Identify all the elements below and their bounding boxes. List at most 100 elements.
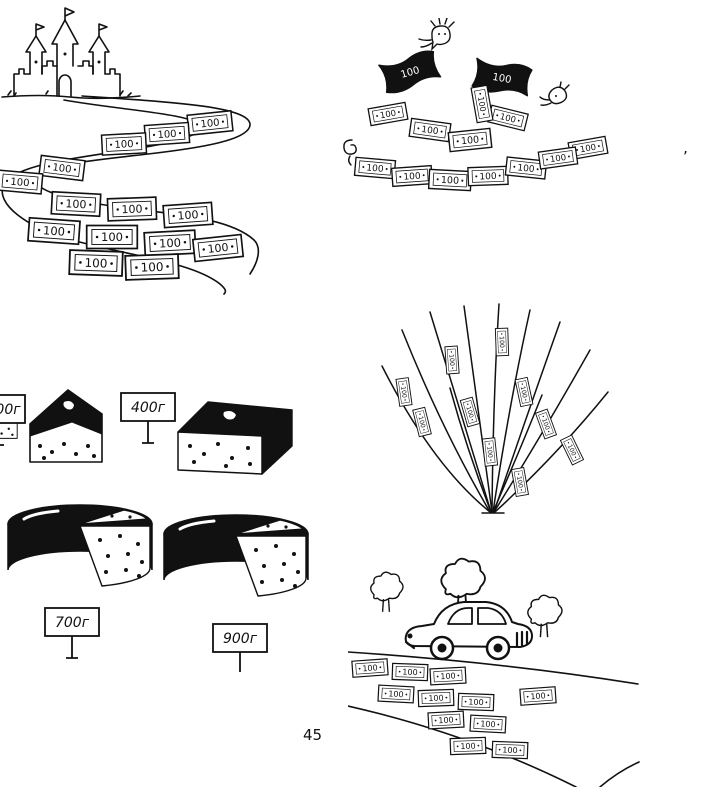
banknote: 100 bbox=[487, 104, 529, 132]
banknote: 100 bbox=[494, 327, 510, 357]
banknote: 100 bbox=[427, 168, 473, 192]
banknote: 100 bbox=[85, 224, 139, 250]
banknote: 100 bbox=[351, 658, 389, 678]
cheese-wheel bbox=[6, 503, 154, 588]
banknote: 100 bbox=[106, 196, 158, 222]
banknote: 100 bbox=[511, 467, 529, 497]
svg-text:100: 100 bbox=[65, 197, 87, 211]
svg-text:100: 100 bbox=[140, 260, 163, 275]
cheese-wheel bbox=[162, 513, 310, 598]
page-number: 45 bbox=[303, 726, 323, 744]
svg-text:100: 100 bbox=[447, 354, 455, 366]
car-money-road-illustration: 100 100 100 100 100 100 100 100 100 100 … bbox=[348, 557, 640, 787]
svg-text:100: 100 bbox=[460, 134, 479, 147]
svg-text:100: 100 bbox=[400, 65, 421, 81]
svg-text:400г: 400г bbox=[131, 400, 166, 416]
price-sign: 00г bbox=[0, 394, 26, 446]
banknote: 100 bbox=[504, 156, 548, 180]
svg-text:100: 100 bbox=[121, 202, 142, 216]
banknote: 100 bbox=[469, 714, 507, 734]
castle-money-road-illustration: 100 100 100 100 100 100 100 100 100 100 … bbox=[0, 7, 260, 295]
svg-text:100: 100 bbox=[530, 691, 546, 701]
wind-swirl-icon bbox=[343, 139, 357, 166]
tree bbox=[527, 594, 563, 638]
svg-text:100: 100 bbox=[438, 715, 454, 725]
banknote: 100 bbox=[447, 127, 493, 153]
banknote: 100 bbox=[444, 345, 460, 375]
banknote: 100 bbox=[567, 135, 609, 161]
svg-text:100: 100 bbox=[464, 406, 474, 419]
svg-text:100: 100 bbox=[428, 694, 444, 704]
banknote: 100 bbox=[535, 408, 557, 440]
banknote: 100 bbox=[50, 190, 102, 218]
svg-text:900г: 900г bbox=[223, 631, 258, 647]
svg-text:100: 100 bbox=[499, 112, 517, 126]
svg-text:100: 100 bbox=[114, 139, 134, 151]
svg-text:100: 100 bbox=[379, 109, 397, 122]
money-plant-illustration: 100 100 100 100 100 100 100 100 100 100 bbox=[381, 303, 609, 514]
svg-text:700г: 700г bbox=[55, 615, 90, 631]
svg-text:100: 100 bbox=[421, 125, 440, 137]
svg-text:100: 100 bbox=[159, 235, 182, 250]
svg-text:100: 100 bbox=[388, 689, 404, 699]
svg-text:100: 100 bbox=[440, 671, 456, 681]
banknote: 100 bbox=[417, 688, 455, 708]
svg-text:100: 100 bbox=[362, 663, 378, 673]
money-road: 100 100 100 100 100 100 100 100 100 100 … bbox=[0, 95, 260, 295]
svg-text:100: 100 bbox=[403, 172, 421, 183]
price-sign: 900г bbox=[212, 623, 268, 672]
banknote: 100 bbox=[390, 164, 434, 188]
svg-text:100: 100 bbox=[480, 719, 496, 729]
banknote: 100 bbox=[143, 121, 191, 147]
svg-text:100: 100 bbox=[519, 386, 528, 399]
plant-leaves bbox=[381, 303, 609, 514]
banknote: 100 bbox=[377, 684, 415, 704]
banknote: 100 bbox=[457, 692, 495, 712]
banknote: 100 bbox=[367, 101, 409, 127]
svg-text:100: 100 bbox=[366, 163, 384, 174]
svg-text:100: 100 bbox=[417, 416, 427, 429]
banknote: 100 bbox=[427, 710, 465, 730]
banknote: 100 bbox=[467, 165, 509, 187]
svg-text:100: 100 bbox=[10, 177, 30, 190]
svg-text:100: 100 bbox=[441, 175, 460, 187]
banknote: 100 bbox=[459, 396, 481, 428]
svg-text:100: 100 bbox=[517, 163, 535, 175]
svg-text:100: 100 bbox=[200, 118, 220, 131]
banknote: 100 bbox=[429, 666, 467, 686]
banknote: 100 bbox=[27, 216, 81, 246]
svg-text:100: 100 bbox=[207, 241, 229, 256]
banknote: 100 bbox=[353, 156, 397, 180]
svg-text:100: 100 bbox=[498, 336, 505, 348]
svg-text:100: 100 bbox=[479, 172, 497, 183]
banknote: 100 bbox=[124, 253, 180, 281]
banknote: 100 bbox=[0, 169, 44, 195]
svg-text:100: 100 bbox=[468, 698, 484, 708]
banknote: 100 bbox=[519, 686, 557, 706]
banknote: 100 bbox=[38, 154, 86, 182]
banknote-fluttering: 100 bbox=[378, 50, 442, 94]
svg-text:100: 100 bbox=[515, 476, 524, 489]
cheese-prices-illustration: 00г 400г 700г 900г bbox=[0, 389, 310, 672]
svg-text:100: 100 bbox=[566, 443, 577, 457]
banknote: 100 bbox=[491, 740, 529, 760]
svg-text:100: 100 bbox=[52, 162, 72, 175]
banknote: 100 bbox=[470, 84, 494, 124]
banknote: 100 bbox=[143, 229, 197, 257]
banknote: 100 bbox=[395, 377, 413, 407]
svg-text:00г: 00г bbox=[0, 402, 21, 418]
svg-text:100: 100 bbox=[157, 129, 177, 141]
svg-text:100: 100 bbox=[579, 143, 597, 156]
price-sign: 400г bbox=[120, 392, 176, 444]
tree bbox=[370, 571, 404, 613]
svg-text:100: 100 bbox=[502, 746, 518, 756]
banknote: 100 bbox=[559, 434, 585, 466]
price-sign: 700г bbox=[44, 607, 100, 659]
banknote: 100 bbox=[191, 233, 245, 263]
banknote: 100 bbox=[162, 201, 214, 229]
banknote: 100 bbox=[100, 132, 148, 156]
banknote: 100 bbox=[412, 406, 432, 438]
wind-face-icon bbox=[418, 18, 455, 51]
svg-text:100: 100 bbox=[540, 417, 551, 431]
svg-text:100: 100 bbox=[460, 742, 476, 752]
